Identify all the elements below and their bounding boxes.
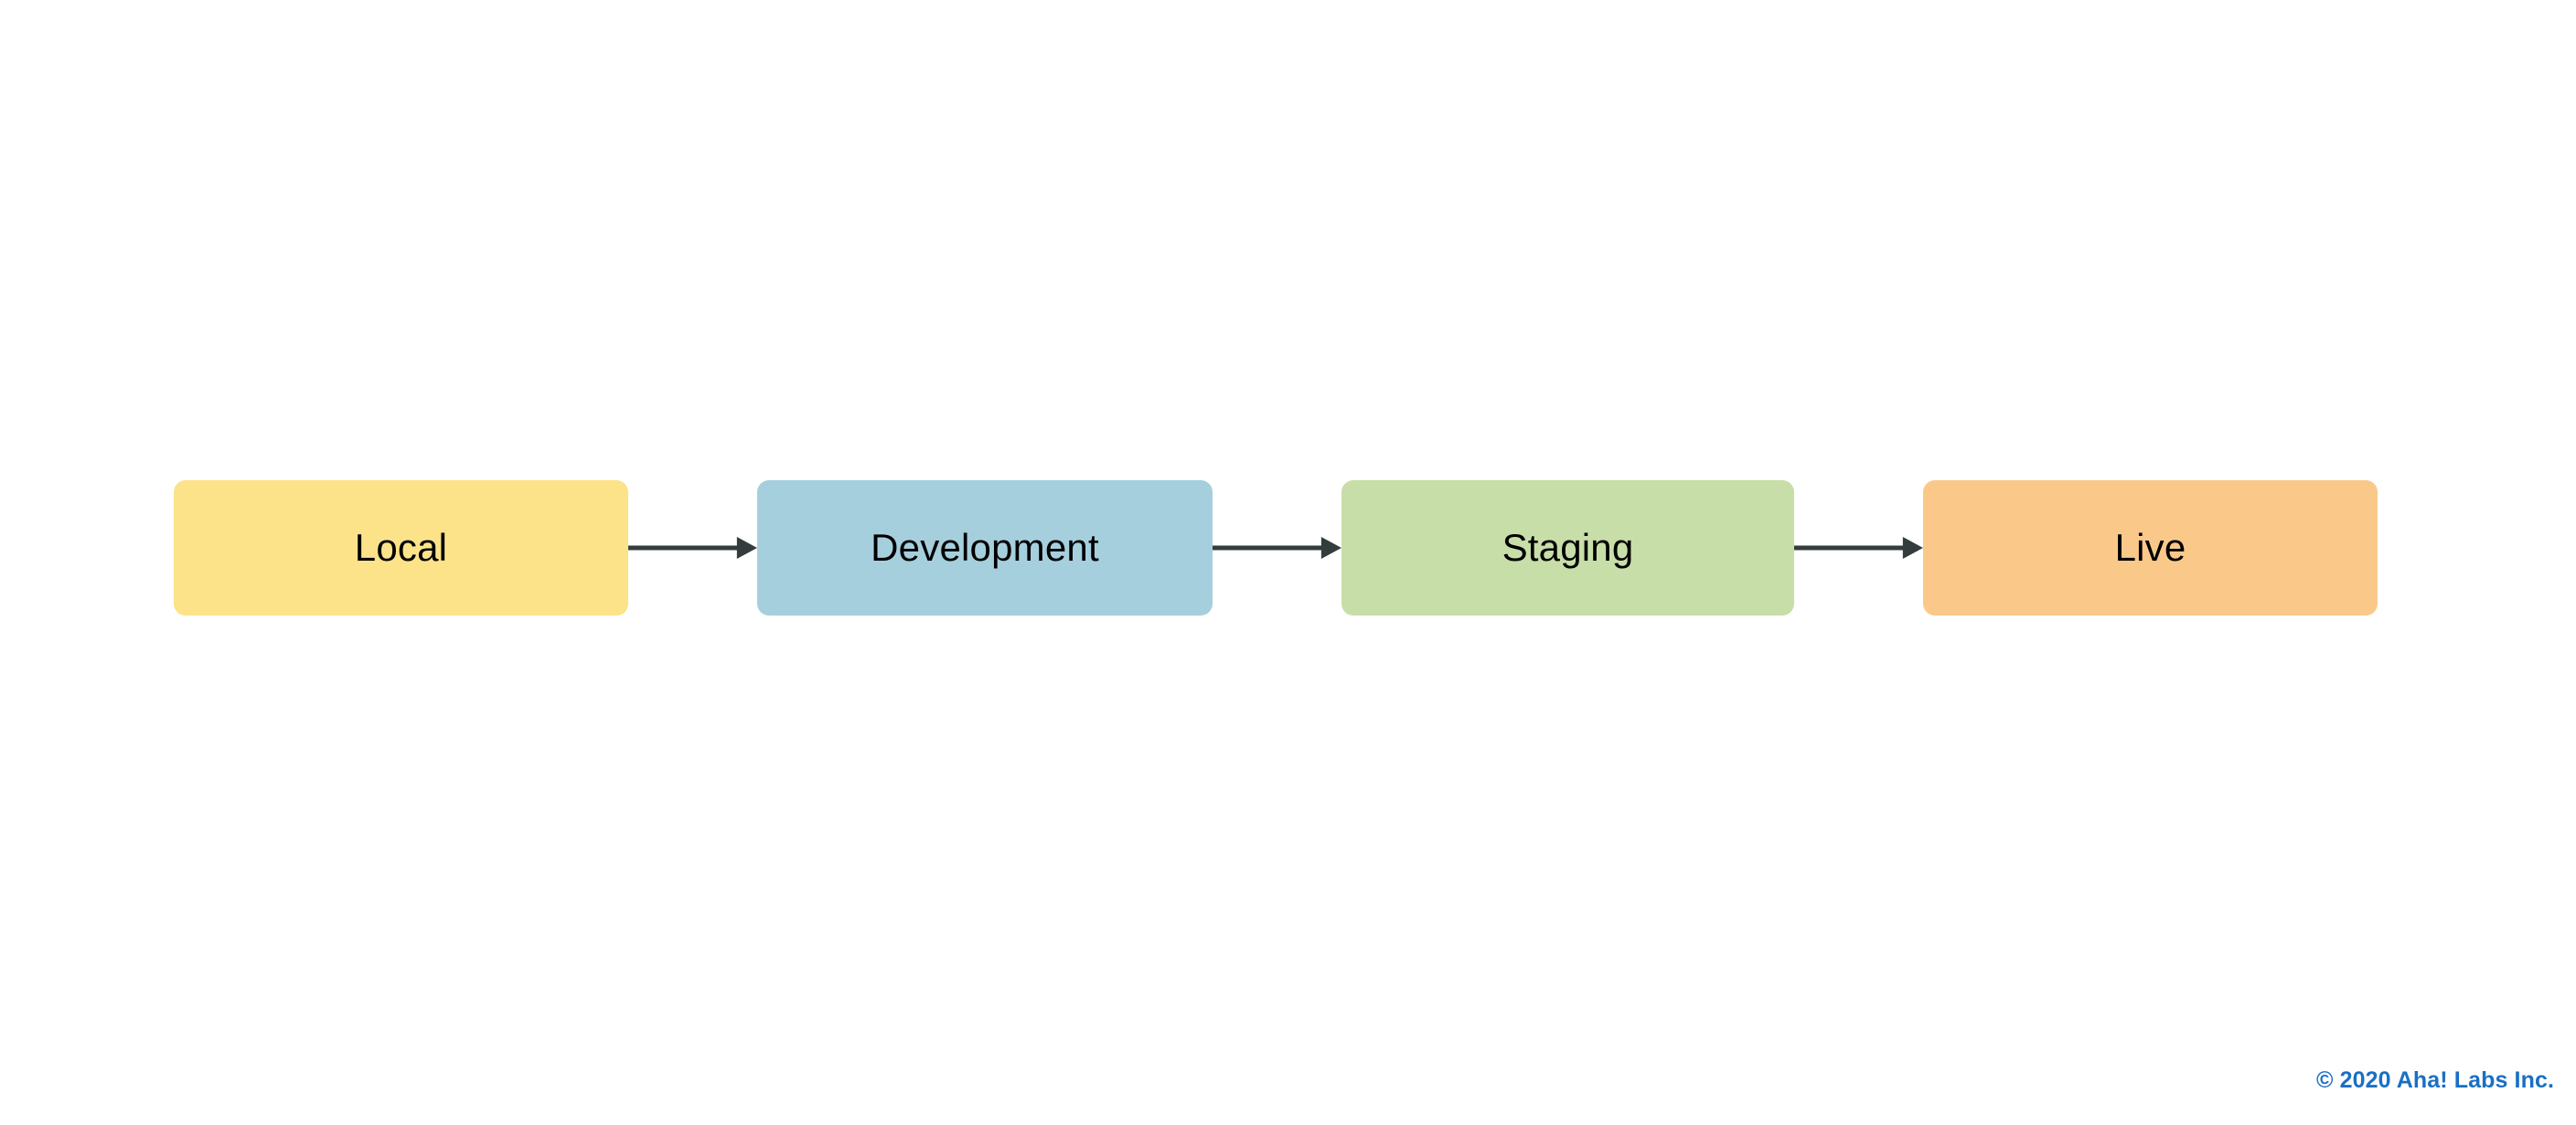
node-local-label: Local	[354, 526, 448, 569]
node-local[interactable]: Local	[174, 480, 628, 616]
node-staging-label: Staging	[1502, 526, 1634, 569]
edge-staging-live	[1794, 480, 1923, 616]
arrow-right-icon	[628, 537, 757, 559]
arrow-right-icon	[1213, 537, 1341, 559]
edge-development-staging	[1213, 480, 1341, 616]
node-live[interactable]: Live	[1923, 480, 2378, 616]
edge-local-development	[628, 480, 757, 616]
pipeline-flow: Local Development Staging	[174, 480, 2378, 616]
node-staging[interactable]: Staging	[1341, 480, 1794, 616]
node-development-label: Development	[871, 526, 1099, 569]
node-live-label: Live	[2114, 526, 2186, 569]
node-development[interactable]: Development	[757, 480, 1213, 616]
arrow-right-icon	[1794, 537, 1923, 559]
copyright-notice: © 2020 Aha! Labs Inc.	[2316, 1067, 2554, 1093]
